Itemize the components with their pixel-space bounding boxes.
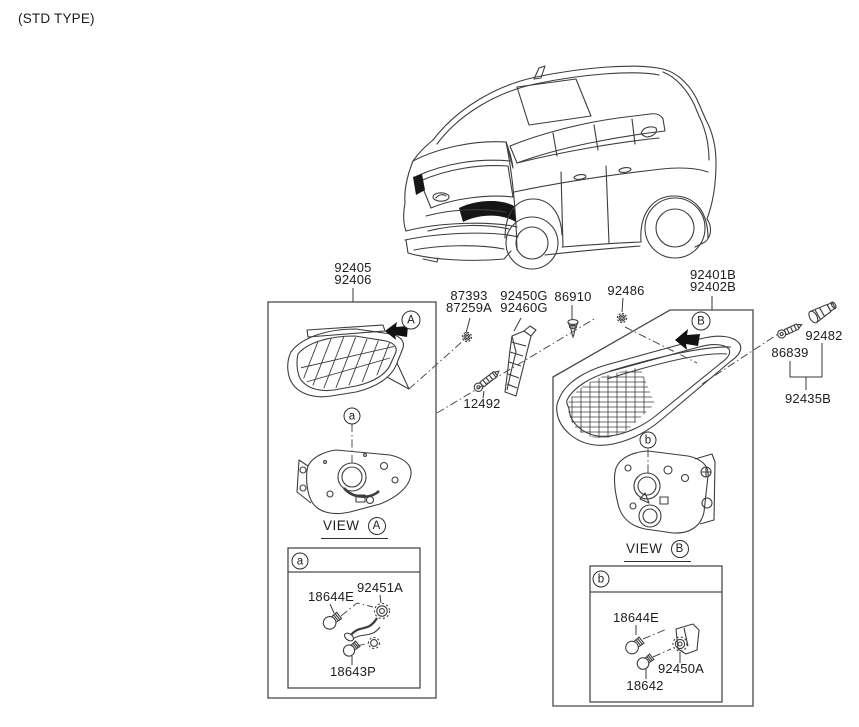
inner-lamp-box [267, 301, 437, 699]
part-number: 87259A [445, 300, 493, 315]
harness-92451A-icon [343, 602, 391, 650]
outer-lamp-drawing [556, 335, 742, 446]
label-pad: 92450G 92460G [500, 288, 548, 315]
detail-box-b-header-circle: b [592, 570, 610, 588]
screw-12492-icon [473, 370, 500, 392]
label-grommet: 87393 87259A [445, 288, 493, 315]
pad-92450G-icon [504, 325, 537, 397]
outer-lamp-box [552, 309, 754, 707]
label-bulb-lower-a: 18643P [329, 664, 377, 679]
socket-92450A-icon [672, 623, 700, 655]
part-number: 92460G [500, 300, 548, 315]
label-inner-lamp: 92405 92406 [334, 260, 372, 287]
grommet-87393-icon [461, 331, 473, 343]
label-socket-cap: 92482 [805, 328, 843, 343]
label-clip: 86910 [554, 289, 592, 304]
label-nut: 92486 [607, 283, 645, 298]
label-screw-inner: 12492 [463, 396, 501, 411]
detail-box-b [589, 565, 723, 703]
nut-92486-icon [616, 312, 628, 324]
label-bulb-lower-b: 18642 [626, 678, 664, 693]
view-b-word: VIEW [626, 541, 663, 556]
detail-box-a [287, 547, 421, 689]
bulb-18644E-b-icon [625, 636, 645, 655]
detail-box-a-header-circle: a [291, 552, 309, 570]
bulb-18643P-icon [342, 640, 361, 657]
part-number: 92450G [500, 288, 548, 303]
callout-circle-a: a [343, 407, 361, 425]
vehicle-illustration [403, 65, 717, 270]
part-number: 92402B [689, 279, 737, 294]
screw-86839-icon [777, 323, 803, 339]
view-a-word: VIEW [323, 518, 360, 533]
direction-arrow-b-icon [675, 329, 700, 350]
bulb-18642-icon [636, 653, 655, 670]
view-b-drawing [613, 450, 716, 534]
label-screw-outer: 86839 [771, 345, 809, 360]
label-mount-group: 92435B [784, 391, 832, 406]
callout-circle-A: A [401, 310, 421, 330]
view-a-drawing [296, 449, 412, 515]
label-socket: 92450A [657, 661, 705, 676]
view-b-tag: VIEW B [624, 539, 691, 562]
clip-86910-icon [567, 319, 579, 339]
assembly-lines [340, 318, 779, 658]
view-a-ref-circle: A [367, 516, 386, 535]
inner-lamp-drawing [287, 324, 410, 398]
direction-arrow-a-icon [385, 322, 408, 340]
part-number: 87393 [450, 288, 488, 303]
part-number: 92401B [689, 267, 737, 282]
label-bulb-upper-b: 18644E [612, 610, 660, 625]
view-b-ref-circle: B [670, 539, 689, 558]
callout-circle-B: B [691, 311, 711, 331]
part-number: 92405 [334, 260, 372, 275]
socket-cap-92482-icon [808, 301, 837, 324]
bulb-18644E-a-icon [322, 611, 343, 630]
label-harness: 92451A [356, 580, 404, 595]
std-type-note: (STD TYPE) [18, 11, 95, 26]
part-number: 92406 [334, 272, 372, 287]
callout-circle-b: b [639, 431, 657, 449]
label-bulb-upper-a: 18644E [307, 589, 355, 604]
label-outer-lamp: 92401B 92402B [689, 267, 737, 294]
leader-lines [329, 288, 823, 679]
view-a-tag: VIEW A [321, 516, 388, 539]
